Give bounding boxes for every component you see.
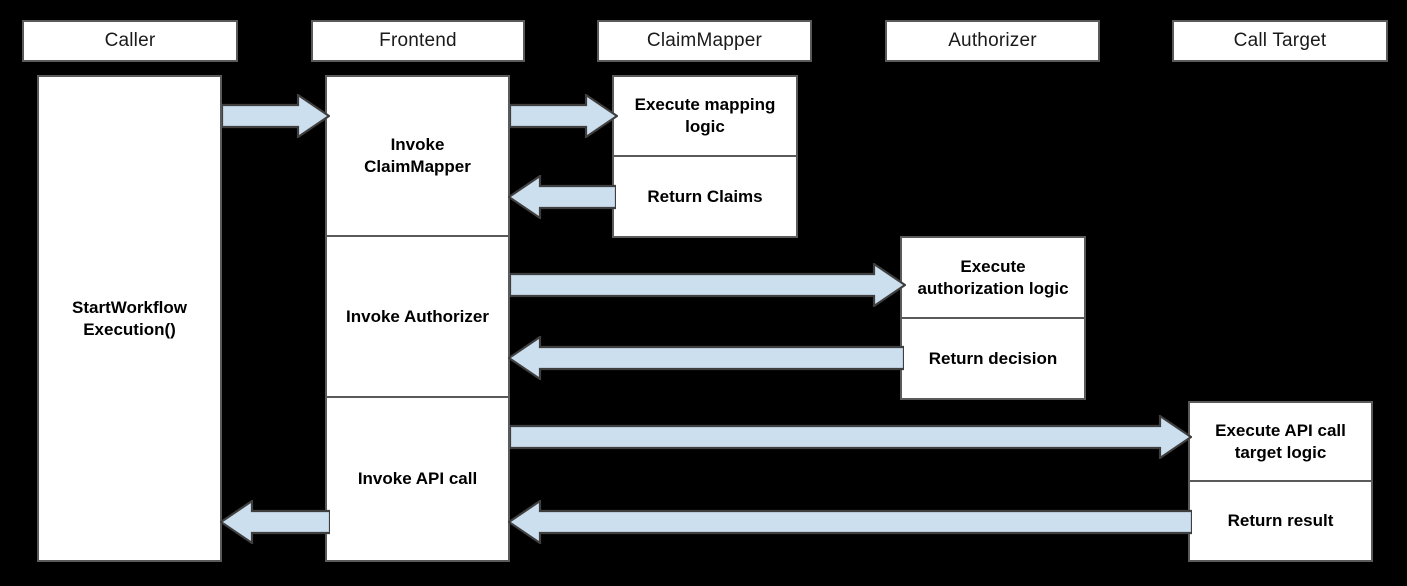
activation-invoke-claimmapper[interactable]: Invoke ClaimMapper [325, 75, 510, 236]
lane-header-calltarget[interactable]: Call Target [1172, 20, 1388, 62]
arrow-calltarget-to-frontend [508, 500, 1192, 544]
activation-return-decision-label: Return decision [928, 348, 1058, 368]
activation-start-workflow-execution[interactable]: StartWorkflow Execution() [37, 75, 222, 562]
activation-return-claims[interactable]: Return Claims [612, 156, 798, 238]
activation-return-result[interactable]: Return result [1188, 481, 1373, 562]
activation-start-workflow-execution-label: StartWorkflow Execution() [72, 297, 187, 339]
lane-header-caller[interactable]: Caller [22, 20, 238, 62]
activation-return-decision[interactable]: Return decision [900, 318, 1086, 400]
lane-header-frontend-label: Frontend [379, 30, 457, 51]
activation-execute-authorization-logic[interactable]: Execute authorization logic [900, 236, 1086, 318]
activation-invoke-authorizer[interactable]: Invoke Authorizer [325, 236, 510, 397]
lane-header-caller-label: Caller [104, 30, 156, 51]
arrow-frontend-to-caller [220, 500, 330, 544]
activation-execute-authorization-logic-label: Execute authorization logic [917, 256, 1069, 298]
activation-return-result-label: Return result [1227, 511, 1334, 531]
arrow-caller-to-frontend [222, 94, 330, 138]
activation-execute-api-call-target-logic[interactable]: Execute API call target logic [1188, 401, 1373, 481]
activation-execute-mapping-logic-label: Execute mapping logic [634, 95, 776, 136]
lane-header-calltarget-label: Call Target [1233, 30, 1327, 51]
lane-header-frontend[interactable]: Frontend [311, 20, 525, 62]
lane-header-authorizer[interactable]: Authorizer [885, 20, 1100, 62]
arrow-frontend-to-authorizer [510, 263, 906, 307]
arrow-authorizer-to-frontend [508, 336, 904, 380]
activation-invoke-claimmapper-label: Invoke ClaimMapper [364, 135, 471, 176]
lane-header-claimmapper[interactable]: ClaimMapper [597, 20, 812, 62]
lane-header-authorizer-label: Authorizer [948, 30, 1037, 51]
activation-execute-api-call-target-logic-label: Execute API call target logic [1215, 420, 1346, 462]
arrow-frontend-to-calltarget [510, 415, 1192, 459]
activation-execute-mapping-logic[interactable]: Execute mapping logic [612, 75, 798, 156]
activation-invoke-api-call-label: Invoke API call [357, 469, 478, 489]
arrow-frontend-to-claimmapper [510, 94, 618, 138]
activation-invoke-authorizer-label: Invoke Authorizer [346, 306, 489, 326]
activation-invoke-api-call[interactable]: Invoke API call [325, 397, 510, 562]
lane-header-claimmapper-label: ClaimMapper [646, 30, 763, 51]
activation-return-claims-label: Return Claims [647, 186, 763, 206]
arrow-claimmapper-to-frontend [508, 175, 616, 219]
